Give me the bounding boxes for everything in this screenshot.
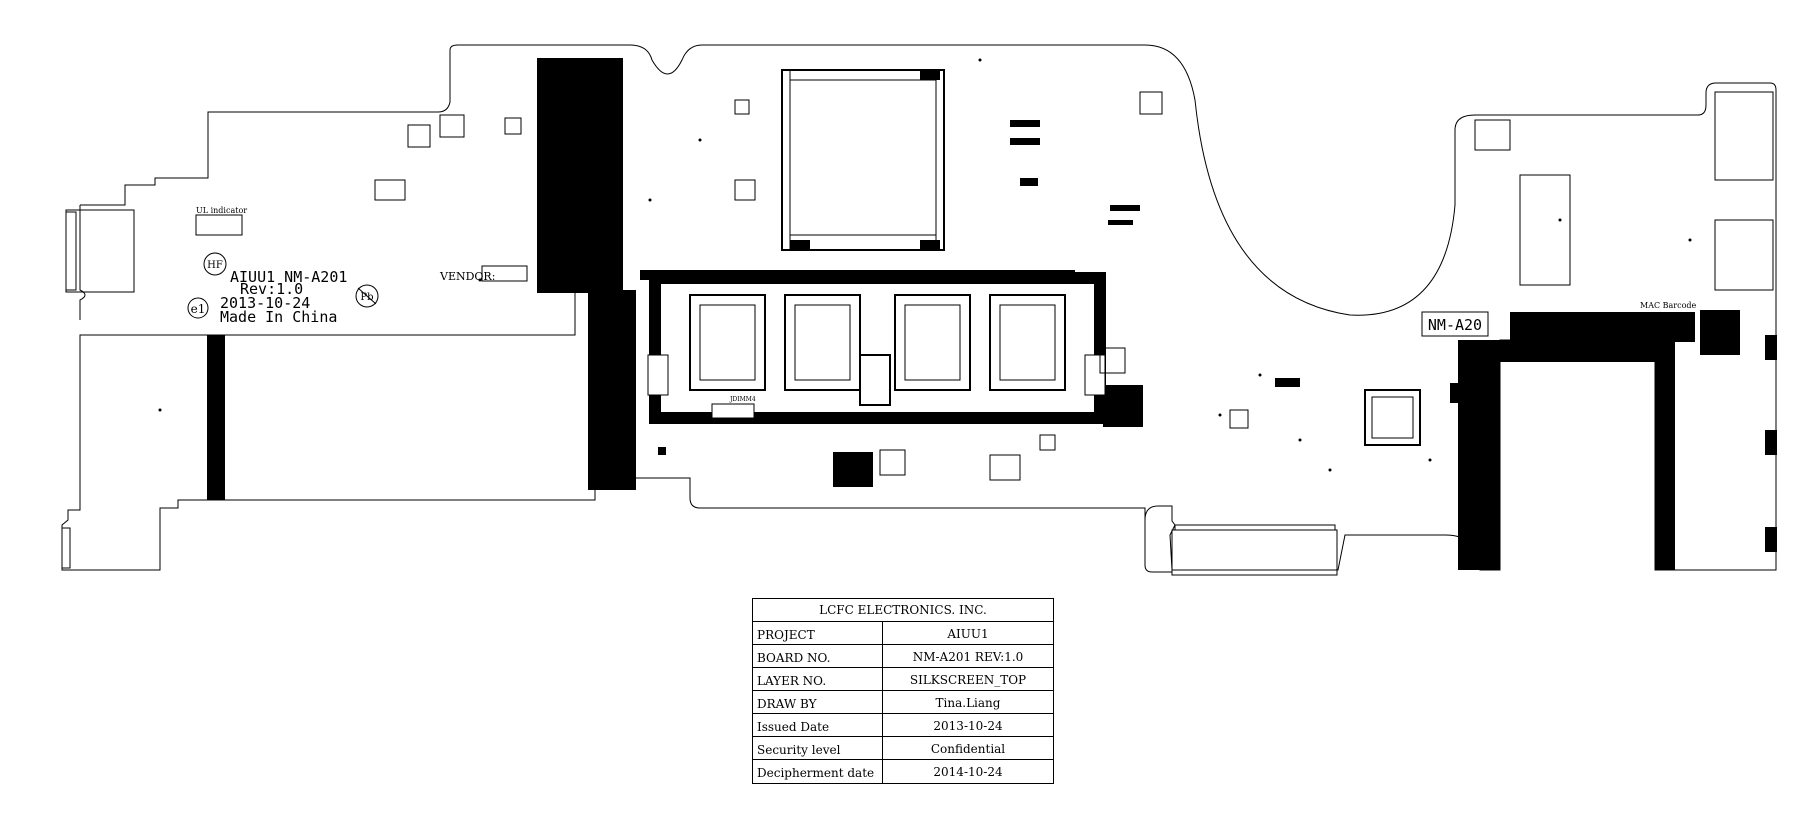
ul-indicator-box (195, 214, 243, 236)
title-block: LCFC ELECTRONICS. INC. PROJECT AIUU1 BOA… (752, 598, 1054, 784)
vendor-label: VENDOR: (439, 270, 495, 283)
memory-module-frame (649, 272, 1106, 424)
title-block-value: 2014-10-24 (933, 765, 1003, 779)
e1-logo-text: e1 (191, 302, 206, 316)
black-pads (658, 120, 1460, 455)
title-block-label: Decipherment date (753, 760, 883, 783)
title-block-row: LAYER NO. SILKSCREEN_TOP (753, 668, 1053, 691)
ul-indicator-label: UL indicator (196, 206, 247, 215)
nm-label-box (1421, 311, 1489, 337)
title-block-label: Security level (753, 737, 883, 759)
title-block-row: PROJECT AIUU1 (753, 622, 1053, 645)
hf-logo (203, 252, 227, 276)
title-block-row: BOARD NO. NM-A201 REV:1.0 (753, 645, 1053, 668)
board-made-in-text: Made In China (220, 308, 337, 326)
board-rev-text: Rev:1.0 (240, 280, 303, 298)
title-block-value: AIUU1 (947, 627, 989, 641)
title-block-row: Issued Date 2013-10-24 (753, 714, 1053, 737)
cpu-socket (781, 69, 945, 251)
title-block-label: LAYER NO. (753, 668, 883, 690)
title-block-row: DRAW BY Tina.Liang (753, 691, 1053, 714)
memory-chips (689, 294, 1066, 406)
title-block-value: NM-A201 REV:1.0 (912, 650, 1024, 664)
title-block-value: SILKSCREEN_TOP (909, 673, 1027, 687)
title-block-label: Issued Date (753, 714, 883, 736)
title-block-row: Security level Confidential (753, 737, 1053, 760)
nm-label-text: NM-A20 (1428, 316, 1482, 334)
bottom-connector (1171, 529, 1338, 576)
title-block-value: Confidential (930, 742, 1006, 756)
mac-barcode-label: MAC Barcode (1640, 301, 1697, 310)
title-block-label: PROJECT (753, 622, 883, 644)
pch-chip (1364, 389, 1421, 446)
memory-ref-label: JDIMM4 (729, 396, 756, 403)
board-date-text: 2013-10-24 (220, 294, 310, 312)
title-block-label: DRAW BY (753, 691, 883, 713)
e1-logo (187, 297, 209, 319)
port-right-top (1714, 91, 1774, 181)
board-model-text: AIUU1 NM-A201 (230, 268, 347, 286)
pb-free-logo (355, 284, 379, 308)
keepout-strip-center (537, 58, 623, 293)
title-block-label: BOARD NO. (753, 645, 883, 667)
passive-components (374, 91, 1511, 481)
title-block-row: Decipherment date 2014-10-24 (753, 760, 1053, 783)
vendor-box (481, 265, 528, 282)
title-block-value: 2013-10-24 (933, 719, 1003, 733)
hf-logo-text: HF (207, 260, 223, 271)
title-block-value: Tina.Liang (935, 696, 1001, 710)
title-block-company: LCFC ELECTRONICS. INC. (753, 599, 1053, 622)
pb-free-logo-text: Pb (360, 292, 373, 303)
